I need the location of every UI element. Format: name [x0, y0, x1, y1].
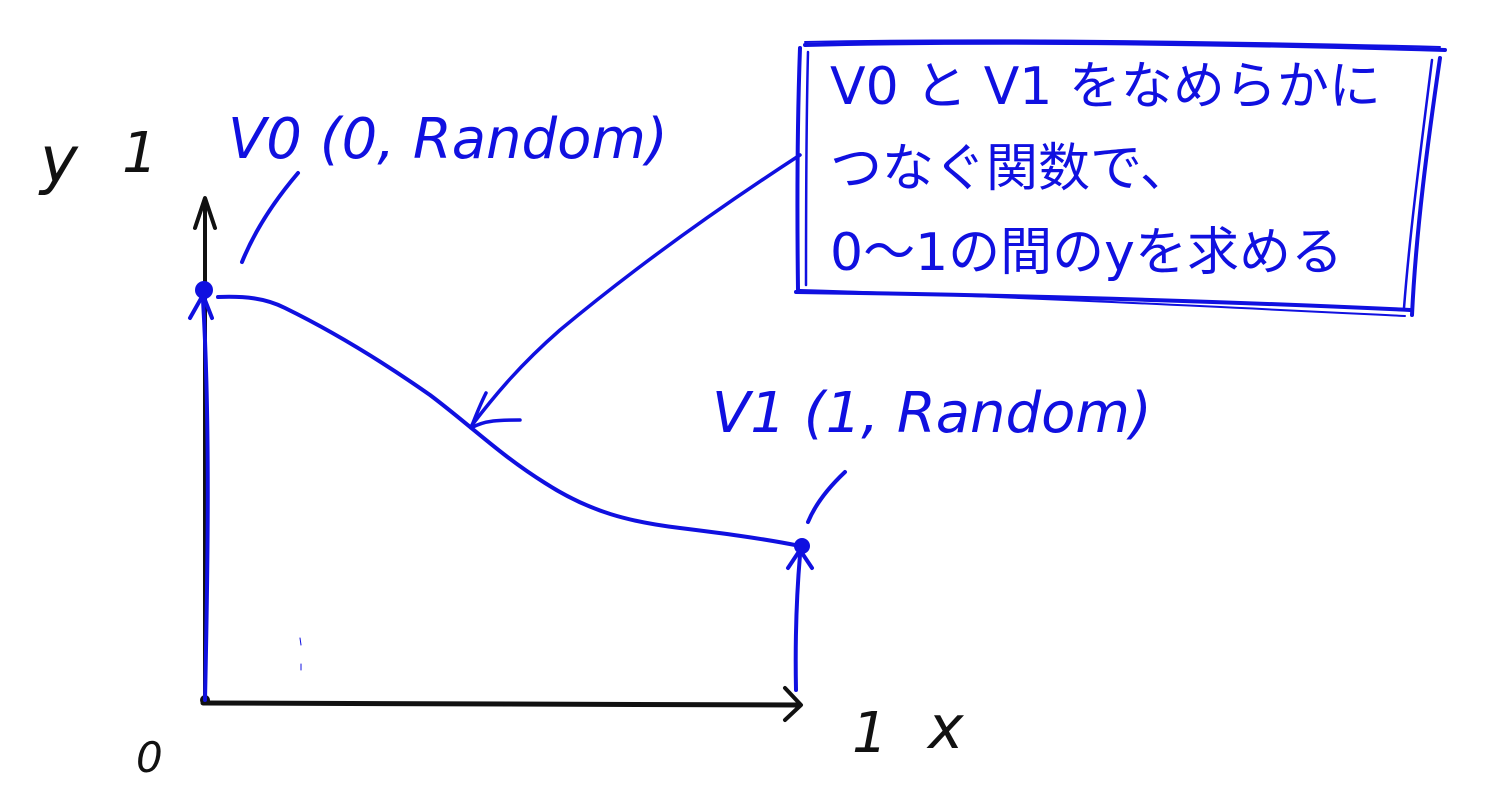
- v0-leader-line: [240, 171, 300, 264]
- note-line-1: V0 と V1 をなめらかに: [830, 57, 1381, 117]
- v1-marker: [786, 470, 847, 692]
- origin-label: 0: [136, 733, 163, 782]
- y-max-label: 1: [122, 121, 158, 186]
- x-max-label: 1: [852, 701, 888, 766]
- v0-label: V0 (0, Random): [228, 107, 668, 172]
- v1-leader-line: [806, 470, 847, 524]
- v0-marker: [188, 171, 300, 702]
- axes: [193, 196, 803, 722]
- y-axis-arrowhead-icon: [193, 196, 217, 230]
- x-axis-arrowhead-icon: [783, 686, 803, 722]
- note-pointer-arrowhead-icon: [469, 391, 522, 430]
- stray-mark: [299, 637, 302, 646]
- note-box: [794, 39, 1447, 317]
- note-line-3: 0〜1の間のyを求める: [830, 223, 1343, 283]
- x-axis-label: x: [926, 693, 964, 763]
- smooth-curve: [216, 294, 802, 548]
- note-line-2: つなぐ関数で、: [830, 139, 1192, 199]
- y-axis-label: y: [38, 124, 79, 198]
- note-pointer-arrow: [469, 153, 802, 430]
- v0-dot: [195, 281, 213, 299]
- x-axis: [200, 700, 803, 708]
- v1-label: V1 (1, Random): [712, 381, 1152, 446]
